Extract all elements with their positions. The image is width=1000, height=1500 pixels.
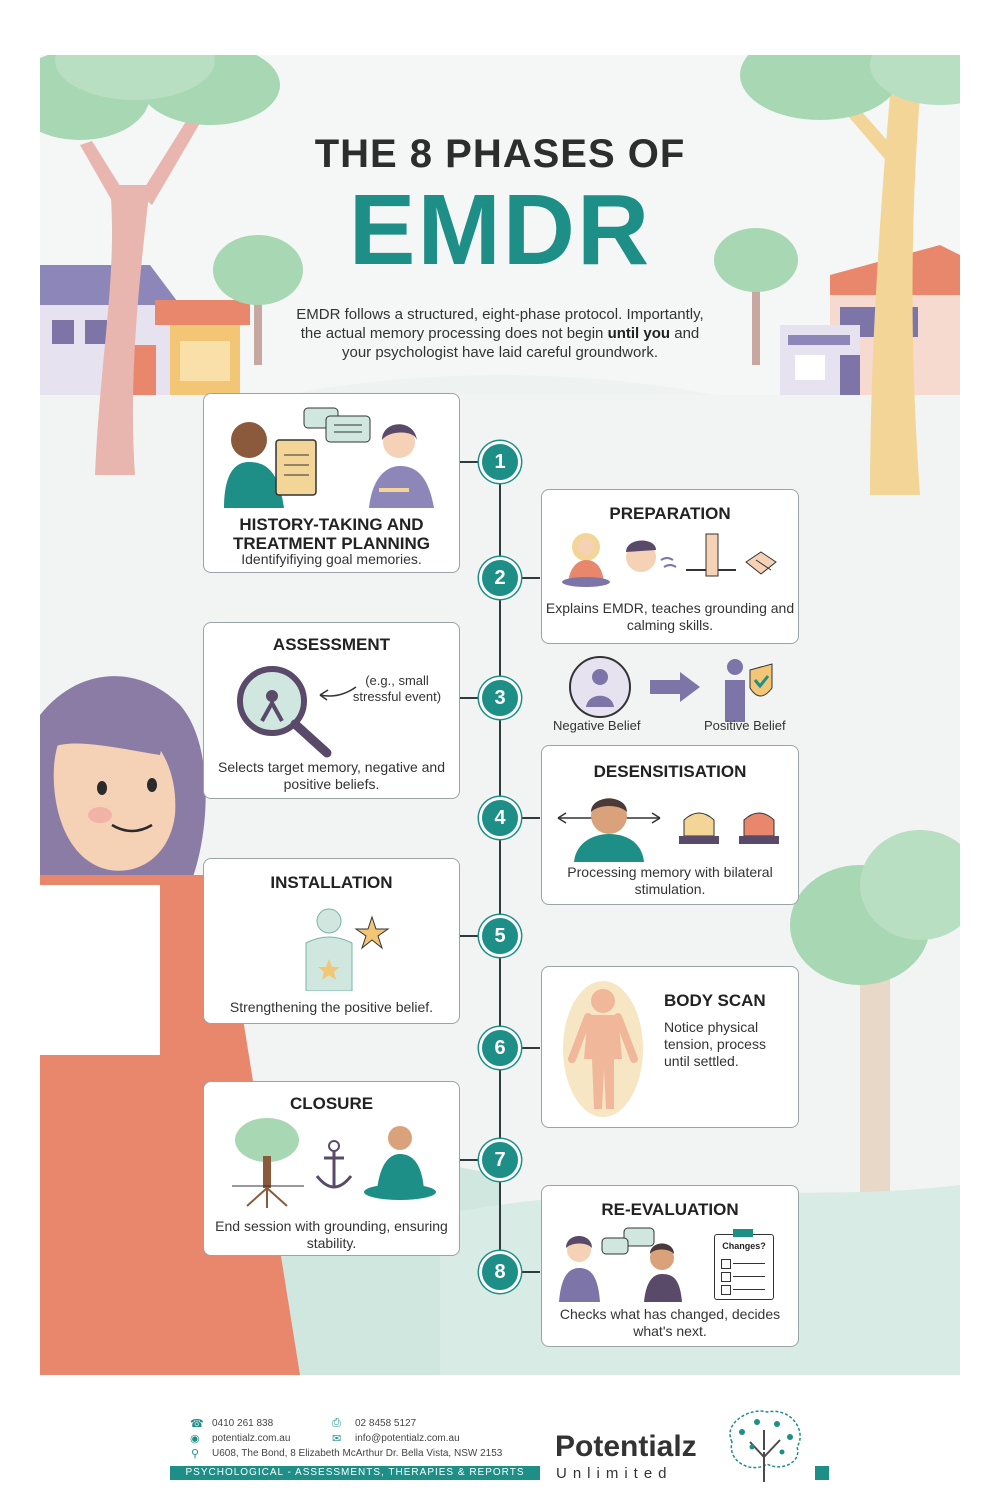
two-people-talking-icon (559, 1227, 682, 1302)
negative-belief-icon (569, 656, 631, 718)
phase-card-4: DESENSITISATION Processing memory with b… (541, 745, 799, 905)
phase-4-desc: Processing memory with bilateral stimula… (567, 864, 773, 897)
phase-card-7: CLOSURE End session with grounding, ensu… (203, 1081, 460, 1256)
brand-subtitle: Unlimited (556, 1465, 673, 1482)
brand-name: Potentialz (555, 1430, 697, 1463)
small-tree-left (213, 235, 303, 365)
phase-3-title: ASSESSMENT (272, 635, 391, 654)
phase-7-title: CLOSURE (289, 1094, 374, 1113)
footer-email[interactable]: info@potentialz.com.au (355, 1433, 460, 1444)
intro-part-1: EMDR follows a structured, eight-phase p… (296, 306, 704, 342)
phase-3-desc: Selects target memory, negative and posi… (218, 759, 445, 792)
clipboard-line (733, 1263, 765, 1264)
brain-tree-logo-icon (729, 1410, 801, 1482)
phase-card-5: INSTALLATION Strengthening the positive … (203, 858, 460, 1024)
phase-1-desc: Identifyifiying goal memories. (241, 551, 422, 567)
intro-text: EMDR follows a structured, eight-phase p… (290, 305, 710, 362)
positive-belief-icon (725, 659, 773, 722)
negative-belief-label: Negative Belief (553, 718, 641, 733)
installation-icon (305, 908, 390, 991)
location-icon: ⚲ (191, 1448, 200, 1460)
meditating-person-icon (364, 1126, 436, 1200)
person-face-icon (574, 798, 644, 862)
footer-phone: 0410 261 838 (212, 1418, 274, 1429)
footer-address: U608, The Bond, 8 Elizabeth McArthur Dr.… (212, 1448, 503, 1459)
checkbox-icon (721, 1259, 731, 1269)
title-line-1: THE 8 PHASES OF (314, 132, 686, 176)
right-arrow-icon (650, 672, 700, 702)
red-light-icon (739, 812, 779, 844)
phase-node-7: 7 (479, 1139, 521, 1181)
phase-7-desc: End session with grounding, ensuring sta… (215, 1218, 448, 1251)
phase-1-title: HISTORY-TAKING AND TREATMENT PLANNING (232, 515, 431, 553)
fax-icon: ⎙ (332, 1417, 341, 1429)
closure-icons (232, 1118, 436, 1208)
footer-fax: 02 8458 5127 (355, 1418, 417, 1429)
positive-belief-label: Positive Belief (704, 718, 786, 733)
mail-icon: ✉ (332, 1433, 342, 1445)
left-tree (40, 55, 280, 475)
magnifier-icon (237, 666, 332, 758)
phase-card-8: RE-EVALUATION Changes? Checks what has c… (541, 1185, 799, 1347)
small-tree-right (714, 228, 798, 365)
anchor-icon (315, 1140, 353, 1189)
phase-node-8: 8 (479, 1251, 521, 1293)
phase-node-3: 3 (479, 677, 521, 719)
tree-roots-icon (232, 1118, 304, 1208)
preparation-icons (562, 533, 777, 587)
phase-8-desc: Checks what has changed, decides what's … (559, 1306, 781, 1339)
phase-node-2: 2 (479, 557, 521, 599)
title-line-2: EMDR (348, 174, 652, 286)
history-taking-icon (224, 407, 434, 508)
phase-node-5: 5 (479, 915, 521, 957)
phase-6-desc: Notice physical tension, process until s… (664, 1019, 766, 1069)
phase-5-title: INSTALLATION (270, 873, 393, 892)
phase-5-desc: Strengthening the positive belief. (229, 999, 434, 1015)
right-tree (740, 55, 960, 495)
phase-card-2: PREPARATION Explains EMDR, teaches groun… (541, 489, 799, 644)
phase-8-title: RE-EVALUATION (601, 1200, 739, 1219)
checkbox-icon (721, 1285, 731, 1295)
brand-accent-square (815, 1466, 829, 1480)
phase-card-6: BODY SCAN Notice physical tension, proce… (541, 966, 799, 1128)
phase-card-1: HISTORY-TAKING AND TREATMENT PLANNING Id… (203, 393, 460, 573)
phase-node-6: 6 (479, 1027, 521, 1069)
grounding-icon (686, 533, 736, 577)
clipboard-icon: Changes? (714, 1229, 774, 1300)
arrow-left-icon (319, 686, 357, 701)
phase-3-note: (e.g., small stressful event) (352, 673, 442, 704)
clipboard-line (733, 1289, 765, 1290)
checkbox-icon (721, 1272, 731, 1282)
bilateral-stimulation-icons (557, 798, 779, 862)
phase-2-desc: Explains EMDR, teaches grounding and cal… (545, 600, 795, 633)
phase-node-4: 4 (479, 797, 521, 839)
phase-4-title: DESENSITISATION (593, 762, 747, 781)
phone-icon: ☎ (190, 1418, 204, 1430)
footer-web[interactable]: potentialz.com.au (212, 1433, 291, 1444)
body-scan-icon (563, 981, 643, 1117)
globe-icon: ◉ (190, 1433, 200, 1445)
intro-part-2: and your psychologist have laid careful … (341, 325, 700, 361)
meditation-icon (562, 533, 610, 587)
phase-node-1: 1 (479, 441, 521, 483)
phase-2-title: PREPARATION (609, 504, 731, 523)
phase-card-3: ASSESSMENT (e.g., small stressful event)… (203, 622, 460, 799)
clipboard-line (733, 1276, 765, 1277)
intro-bold: until you (607, 325, 671, 342)
clipboard-clip (733, 1229, 753, 1237)
footer-tagline: PSYCHOLOGICAL - ASSESSMENTS, THERAPIES &… (170, 1466, 540, 1480)
clipboard-label: Changes? (722, 1241, 766, 1251)
yellow-light-icon (679, 812, 719, 844)
handshake-icon (745, 551, 777, 575)
belief-illustration (569, 656, 773, 722)
breathing-icon (626, 540, 677, 572)
phase-6-title: BODY SCAN (664, 991, 766, 1010)
re-evaluation-icons (559, 1227, 682, 1302)
